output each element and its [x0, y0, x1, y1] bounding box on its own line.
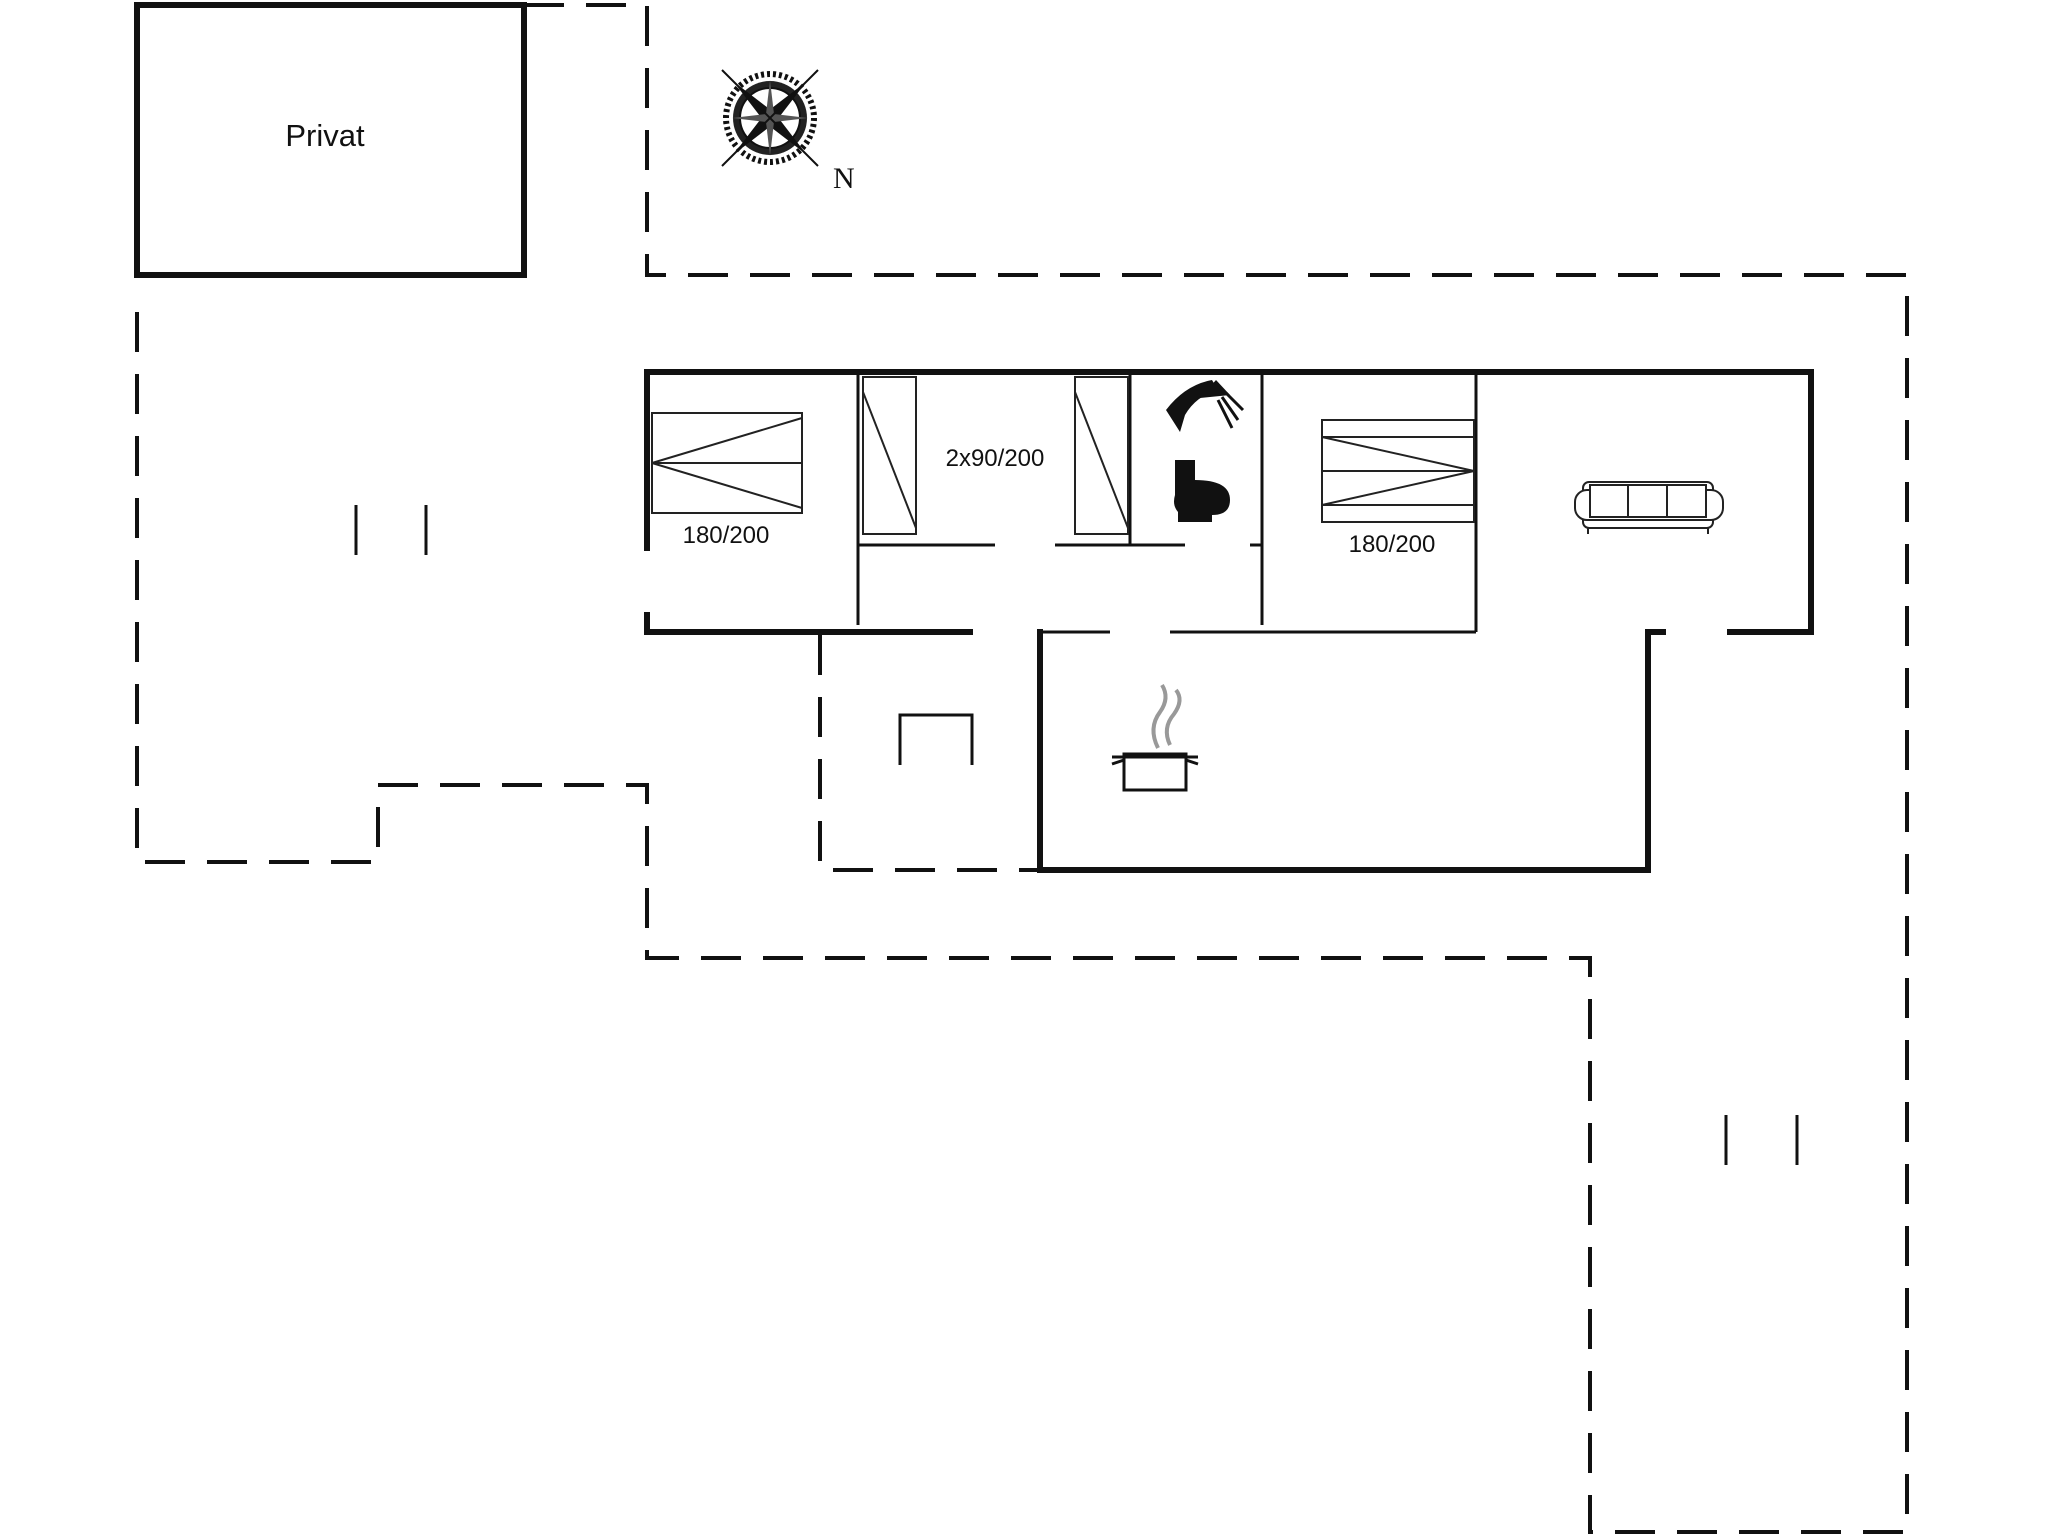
private-area-label: Privat [285, 118, 365, 153]
terrace-marker-right [1724, 1115, 1799, 1165]
twin-beds: 2x90/200 [862, 376, 1129, 535]
shower-icon [1166, 380, 1245, 432]
compass-rose-icon [721, 69, 819, 167]
double-bed-right: 180/200 [1321, 419, 1475, 558]
bed-right-label: 180/200 [1349, 531, 1436, 558]
double-bed-left: 180/200 [651, 412, 803, 549]
terrace-outline [135, 3, 1909, 1534]
private-annex: Privat [134, 2, 527, 278]
toilet-icon [1174, 460, 1230, 522]
interior-partitions [856, 372, 1478, 634]
compass-north-label: N [833, 162, 855, 195]
main-house-walls [644, 369, 1814, 873]
bed-twin-label: 2x90/200 [946, 445, 1045, 472]
sofa-icon [1574, 481, 1724, 534]
utility-fixture [898, 713, 974, 765]
cooking-pot-icon [1111, 683, 1199, 792]
terrace-marker-left [354, 505, 428, 555]
bed-left-label: 180/200 [683, 522, 770, 549]
